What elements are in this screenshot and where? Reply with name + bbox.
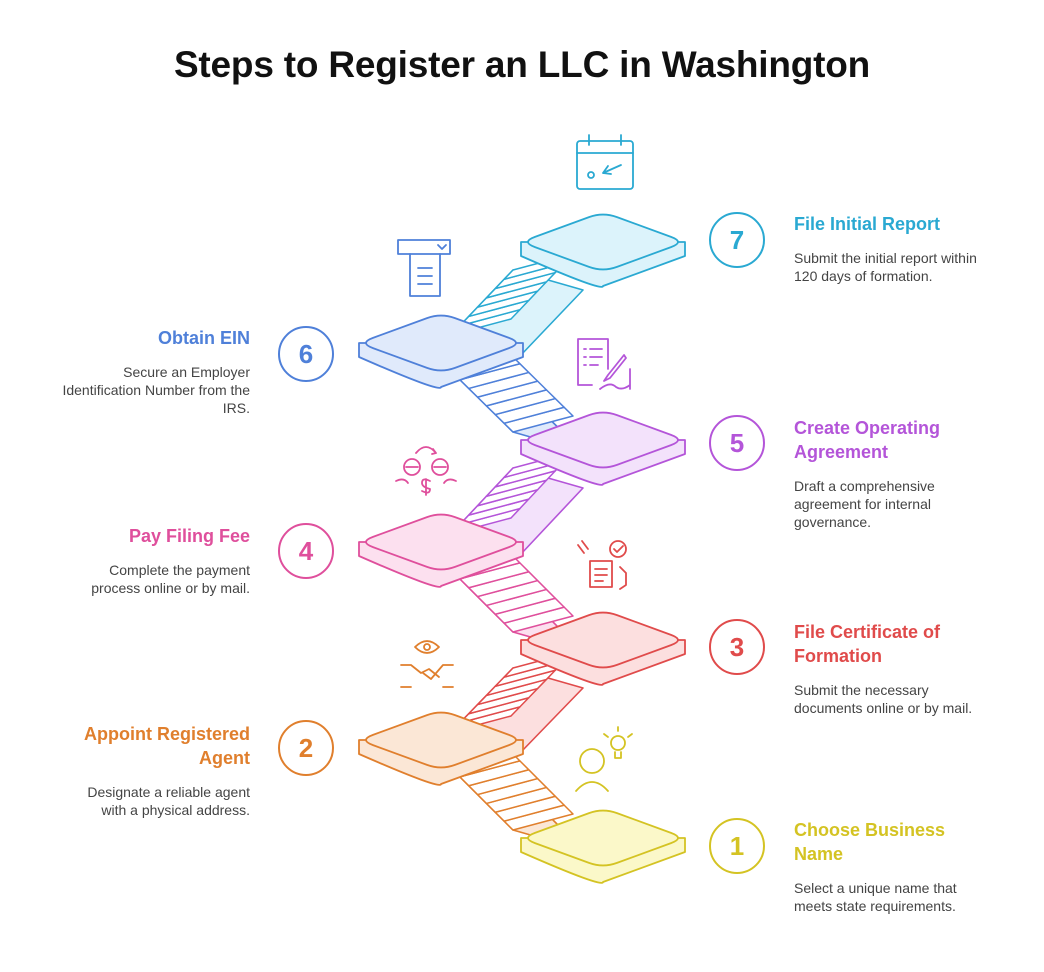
calendar-icon xyxy=(576,134,634,190)
step-5-number: 5 xyxy=(709,415,765,471)
step-7-text: File Initial Report Submit the initial r… xyxy=(794,212,984,285)
step-4-text: Pay Filing Fee Complete the payment proc… xyxy=(60,524,250,597)
step-5-description: Draft a comprehensive agreement for inte… xyxy=(794,478,935,530)
platform-1-top xyxy=(527,809,679,867)
step-7-description: Submit the initial report within 120 day… xyxy=(794,250,977,284)
step-1-description: Select a unique name that meets state re… xyxy=(794,880,957,914)
platform-6-top xyxy=(365,314,517,372)
step-3-title: File Certificate of Formation xyxy=(794,622,941,666)
step-3-description: Submit the necessary documents online or… xyxy=(794,682,973,716)
step-5-title: Create Operating Agreement xyxy=(794,418,941,462)
platform-5-top xyxy=(527,411,679,469)
step-7-number: 7 xyxy=(709,212,765,268)
step-4-title: Pay Filing Fee xyxy=(128,526,250,546)
step-6-description: Secure an Employer Identification Number… xyxy=(62,364,250,416)
step-6-title: Obtain EIN xyxy=(157,328,250,348)
platform-4-top xyxy=(365,513,517,571)
step-1-number: 1 xyxy=(709,818,765,874)
step-4-description: Complete the payment process online or b… xyxy=(91,562,250,596)
step-3-number: 3 xyxy=(709,619,765,675)
step-7-title: File Initial Report xyxy=(794,214,941,234)
currency-exchange-icon xyxy=(395,446,457,496)
platform-7-top xyxy=(527,213,679,271)
person-lightbulb-icon xyxy=(575,726,633,792)
page-title: Steps to Register an LLC in Washington xyxy=(173,44,871,85)
step-6-text: Obtain EIN Secure an Employer Identifica… xyxy=(60,326,250,417)
step-5-text: Create Operating Agreement Draft a compr… xyxy=(794,416,984,531)
step-3-text: File Certificate of Formation Submit the… xyxy=(794,620,984,717)
step-1-title: Choose Business Name xyxy=(794,820,946,864)
step-6-number: 6 xyxy=(278,326,334,382)
platform-2-top xyxy=(365,711,517,769)
step-4-number: 4 xyxy=(278,523,334,579)
step-2-description: Designate a reliable agent with a physic… xyxy=(87,784,250,818)
step-2-number: 2 xyxy=(278,720,334,776)
platform-3-top xyxy=(527,611,679,669)
step-2-text: Appoint Registered Agent Designate a rel… xyxy=(60,722,250,819)
step-1-text: Choose Business Name Select a unique nam… xyxy=(794,818,984,915)
handshake-eye-icon xyxy=(400,640,454,688)
contract-signing-icon xyxy=(577,338,631,390)
step-2-title: Appoint Registered Agent xyxy=(83,724,250,768)
document-form-icon xyxy=(397,239,451,297)
document-checklist-icon xyxy=(577,540,627,590)
